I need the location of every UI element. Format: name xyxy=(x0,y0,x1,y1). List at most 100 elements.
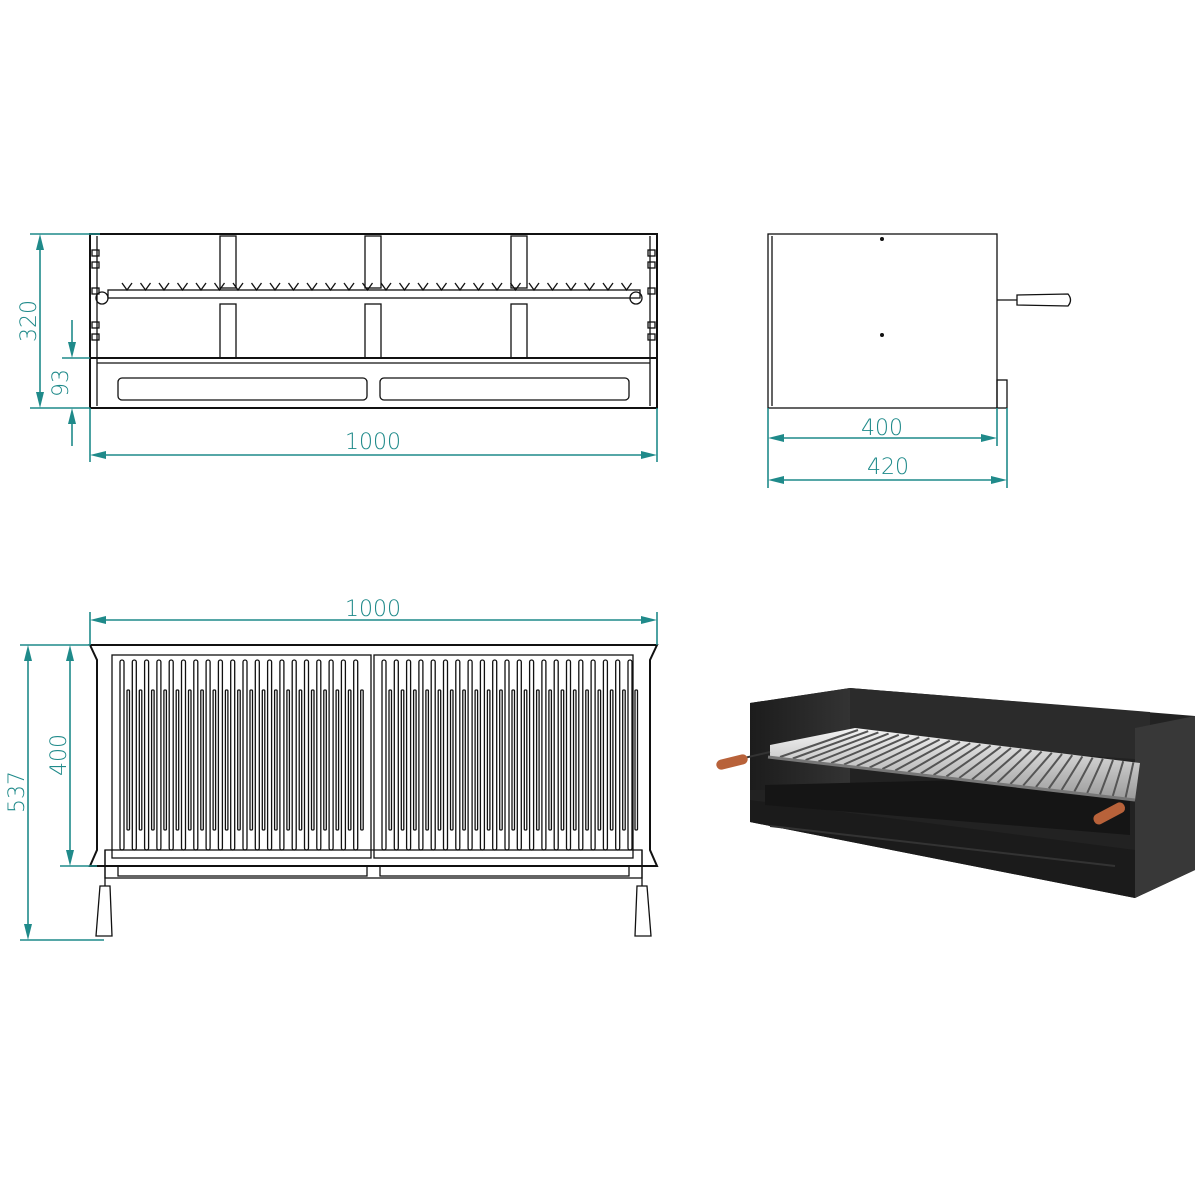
grate-slot xyxy=(126,689,131,831)
front-view: 320 93 1000 xyxy=(17,233,658,462)
grate-slot xyxy=(249,689,254,831)
grate-slat xyxy=(180,659,187,851)
grate-slot xyxy=(224,689,229,831)
grate-slat xyxy=(119,659,125,851)
grill-tooth xyxy=(343,282,355,292)
grate-slat xyxy=(242,659,248,851)
grate-panel-left xyxy=(111,654,372,859)
grate-slot xyxy=(150,689,155,831)
grill-tooth xyxy=(324,282,337,292)
side-clips xyxy=(91,249,656,341)
grill-tooth xyxy=(158,282,170,292)
grate-slot xyxy=(138,689,143,831)
grate-slat xyxy=(393,659,399,851)
grate-slat xyxy=(254,659,260,851)
grate-slat xyxy=(455,659,461,851)
top-view: 1000 537 400 xyxy=(5,597,659,941)
grill-tooth xyxy=(195,282,207,292)
grill-pivot-left xyxy=(95,291,109,305)
leg-right xyxy=(634,885,652,937)
render-grill-bar xyxy=(881,738,941,770)
render-grill-bar xyxy=(907,741,961,773)
grate-slat xyxy=(418,659,424,851)
grill-tooth xyxy=(380,282,392,292)
grate-slat xyxy=(230,659,236,851)
grate-slot xyxy=(261,689,266,831)
render-grill-bar xyxy=(1086,758,1104,794)
grate-slat xyxy=(430,659,436,851)
render-grill-bar xyxy=(1124,762,1135,798)
grate-slat xyxy=(602,659,609,851)
grill-tooth xyxy=(139,282,152,292)
grill-tooth xyxy=(213,282,226,292)
grate-slat xyxy=(578,659,584,851)
render-grill-bar xyxy=(971,747,1012,781)
clip-right xyxy=(647,321,656,329)
render-grill-bar xyxy=(805,731,879,761)
grate-slat xyxy=(405,659,412,851)
grate-slat xyxy=(516,659,522,851)
grate-slot xyxy=(462,689,466,831)
render-grill-bar xyxy=(1022,752,1053,787)
render-grill-bar xyxy=(996,749,1033,784)
grill-tooth xyxy=(491,282,503,292)
grill-support-upper xyxy=(510,235,528,289)
grate-slot xyxy=(449,689,454,831)
grill-tooth xyxy=(287,282,300,292)
grate-slot xyxy=(360,689,364,831)
render-grill xyxy=(770,728,1140,800)
render-grill-bar xyxy=(1060,755,1084,791)
grate-slats xyxy=(119,659,639,851)
grate-slot xyxy=(585,689,589,831)
grate-slot xyxy=(622,689,626,831)
grill-tooth xyxy=(509,282,522,292)
render-grill-bar xyxy=(1099,759,1114,795)
grate-slot xyxy=(548,689,553,831)
grate-slat xyxy=(627,659,633,851)
render-grill-bar xyxy=(958,745,1002,779)
grate-slot xyxy=(273,689,278,831)
grate-slat xyxy=(131,659,137,851)
render-grill-bar xyxy=(920,742,971,775)
grate-slat xyxy=(168,659,174,851)
clip-right xyxy=(647,249,656,257)
grill-tooth xyxy=(232,282,244,292)
clip-right xyxy=(647,261,656,269)
clip-left xyxy=(91,261,100,269)
render-grill-bar xyxy=(1035,753,1063,788)
grate-slat xyxy=(291,659,297,851)
leg-left xyxy=(95,885,113,937)
grate-slat xyxy=(303,659,310,851)
grate-slot xyxy=(347,689,352,831)
grate-slat xyxy=(615,659,621,851)
depth-420-label: 420 xyxy=(867,455,909,480)
grate-slat xyxy=(156,659,162,851)
clip-left xyxy=(91,249,100,257)
drawer-handle-right xyxy=(379,377,630,401)
side-step xyxy=(996,379,1008,409)
grate-slot xyxy=(597,689,602,831)
grate-slot xyxy=(286,689,291,831)
render-grill-bar xyxy=(869,737,930,769)
grill-tooth xyxy=(620,282,633,292)
grate-slot xyxy=(212,689,217,831)
grate-slot xyxy=(437,689,442,831)
clip-left xyxy=(91,287,100,295)
render-grill-bar xyxy=(1111,760,1125,797)
grate-slot xyxy=(175,689,180,831)
grill-tooth xyxy=(546,282,559,292)
grate-panel-right xyxy=(373,654,634,859)
render-grill-bar xyxy=(1073,757,1094,792)
grill-tooth xyxy=(565,282,577,292)
grate-slot xyxy=(298,689,303,831)
top-body-outline xyxy=(88,644,659,867)
grate-slot xyxy=(499,689,503,831)
grate-slat xyxy=(143,659,150,851)
render-grill-bar xyxy=(779,729,859,758)
grate-slot xyxy=(163,689,168,831)
grate-slot xyxy=(388,689,393,831)
grate-slat xyxy=(328,659,334,851)
grill-tooth xyxy=(176,282,189,292)
depth-400-top-label: 400 xyxy=(47,734,72,776)
render-grill-bar xyxy=(894,739,951,772)
